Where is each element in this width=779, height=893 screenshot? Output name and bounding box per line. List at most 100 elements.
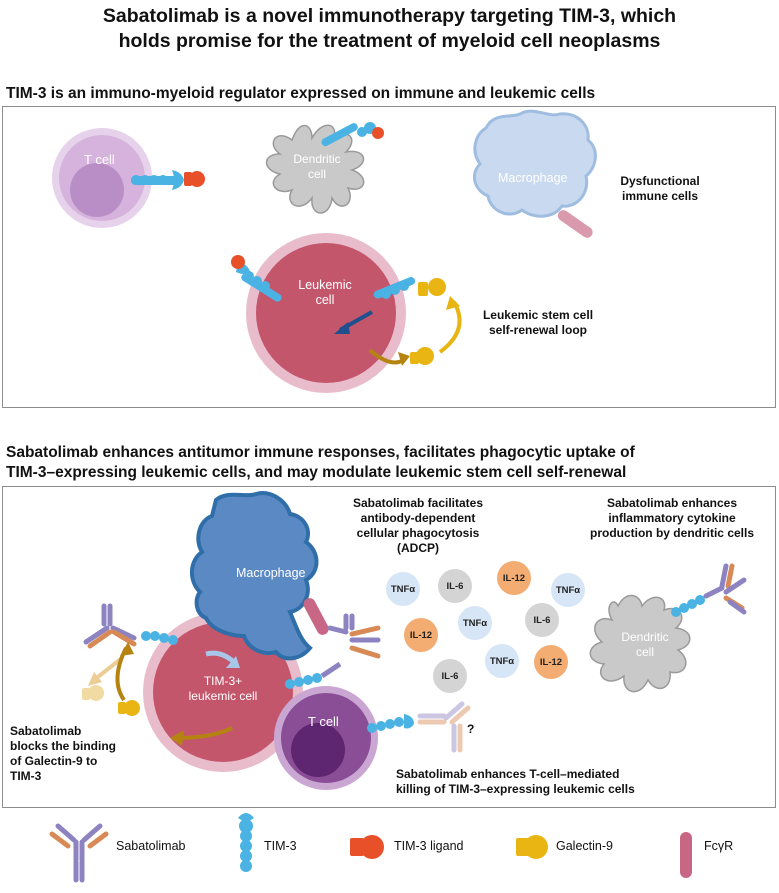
- sabatolimab-antibody-left: [83, 603, 137, 649]
- t-cell-label-bottom: T cell: [308, 714, 339, 729]
- cytokine-label: IL-6: [446, 580, 464, 592]
- bottom-section-heading: Sabatolimab enhances antitumor immune re…: [6, 443, 635, 483]
- leukemic-line-1: Leukemic: [298, 278, 352, 292]
- legend-sabatolimab-label: Sabatolimab: [116, 839, 186, 853]
- cytokine-label: TNFα: [390, 583, 416, 595]
- tcell-killing-label: Sabatolimab enhances T-cell–mediated kil…: [396, 767, 756, 797]
- title-line-2: holds promise for the treatment of myelo…: [118, 30, 661, 52]
- adcp-line-4: (ADCP): [397, 541, 439, 555]
- cytokine-production-label: Sabatolimab enhances inflammatory cytoki…: [574, 496, 770, 541]
- macrophage-label-bottom: Macrophage: [236, 566, 306, 580]
- dendritic-bottom-line-1: Dendritic: [621, 630, 669, 644]
- galectin9-bound: [418, 278, 446, 296]
- galectin9-free-bottom: [118, 700, 140, 716]
- dysfunctional-immune-label: Dysfunctional immune cells: [600, 174, 720, 204]
- figure-title: Sabatolimab is a novel immunotherapy tar…: [0, 4, 779, 54]
- cytokine-chip: TNFα: [485, 644, 519, 678]
- tim3-receptor-leukemic-left: [231, 255, 282, 302]
- blocks-line-2: blocks the binding: [10, 739, 117, 753]
- tim3-receptor-dendritic: [321, 122, 384, 147]
- sabatolimab-antibody-fc: [327, 613, 381, 659]
- sabatolimab-antibody-dendritic: [703, 563, 747, 615]
- tim3-receptor-tcell: [131, 170, 184, 190]
- cytokine-chip: IL-6: [433, 659, 467, 693]
- title-line-1: Sabatolimab is a novel immunotherapy tar…: [102, 5, 677, 27]
- faded-antibody-tcell: [417, 701, 471, 753]
- dendritic-label-line-2: cell: [307, 167, 326, 181]
- tim3-receptor-leukemic-right: [373, 277, 416, 299]
- cytokine-line-3: production by dendritic cells: [589, 526, 755, 540]
- blocks-galectin-label: Sabatolimab blocks the binding of Galect…: [10, 724, 160, 784]
- legend-galectin9-label: Galectin-9: [556, 839, 613, 853]
- fcgr-receptor-top: [557, 210, 593, 238]
- tim3-leukemic-cell-label: TIM-3+ leukemic cell: [178, 674, 268, 704]
- cytokine-label: IL-12: [539, 656, 563, 668]
- tim3-receptor-bottom-right: [285, 661, 342, 689]
- loop-line-2: self-renewal loop: [488, 323, 588, 337]
- tim3-receptor-dendritic-bottom: [671, 595, 705, 617]
- cytokine-label: TNFα: [462, 617, 488, 629]
- cytokine-chip: TNFα: [551, 573, 585, 607]
- cytokine-chip: IL-12: [497, 561, 531, 595]
- blocks-line-3: of Galectin-9 to: [10, 754, 98, 768]
- tim3-ligand-tcell: [184, 171, 205, 187]
- question-mark: ?: [467, 722, 475, 736]
- legend-galectin9-icon: [516, 835, 548, 859]
- cytokine-label: IL-12: [502, 572, 526, 584]
- macrophage-label-top: Macrophage: [498, 171, 568, 185]
- legend-tim3-label: TIM-3: [264, 839, 297, 853]
- cytokine-label: TNFα: [489, 655, 515, 667]
- dendritic-cell-label-bottom: Dendritic cell: [610, 630, 680, 660]
- cytokine-chip: IL-6: [525, 603, 559, 637]
- legend-fcgr-icon: [680, 832, 692, 878]
- t-cell-bottom: [274, 686, 378, 790]
- self-renewal-loop-label: Leukemic stem cell self-renewal loop: [468, 308, 608, 338]
- cytokine-chip: IL-12: [404, 618, 438, 652]
- cytokine-label: IL-12: [409, 629, 433, 641]
- legend-fcgr-label: FcγR: [704, 839, 734, 853]
- cytokine-chip: TNFα: [386, 572, 420, 606]
- adcp-label: Sabatolimab facilitates antibody-depende…: [338, 496, 498, 556]
- killing-line-1: Sabatolimab enhances T-cell–mediated: [396, 767, 620, 781]
- dendritic-cell-bottom: [589, 594, 691, 693]
- adcp-line-2: antibody-dependent: [360, 511, 476, 525]
- t-cell-top: [52, 128, 152, 228]
- cytokine-chip: IL-6: [438, 569, 472, 603]
- legend-tim3-ligand-label: TIM-3 ligand: [394, 839, 464, 853]
- dysfunctional-line-2: immune cells: [621, 189, 699, 203]
- killing-line-2: killing of TIM-3–expressing leukemic cel…: [396, 782, 635, 796]
- adcp-line-1: Sabatolimab facilitates: [352, 496, 484, 510]
- loop-line-1: Leukemic stem cell: [482, 308, 594, 322]
- leukemic-cell-label-top: Leukemic cell: [290, 278, 360, 308]
- dysfunctional-line-1: Dysfunctional: [620, 174, 700, 188]
- leukemic-cell-top: [246, 233, 406, 393]
- blocked-arrow: [92, 656, 124, 682]
- cytokine-line-1: Sabatolimab enhances: [606, 496, 738, 510]
- cytokine-line-2: inflammatory cytokine: [608, 511, 736, 525]
- tim3-leuk-line-2: leukemic cell: [188, 689, 258, 703]
- macrophage-top: [472, 109, 597, 218]
- dendritic-cell-label-top: Dendritic cell: [282, 152, 352, 182]
- blocks-line-4: TIM-3: [10, 769, 42, 783]
- legend-tim3-icon: [238, 813, 254, 872]
- cytokine-label: IL-6: [533, 614, 551, 626]
- tim3-leuk-line-1: TIM-3+: [203, 674, 243, 688]
- legend-sabatolimab-icon: [49, 823, 109, 883]
- t-cell-label-top: T cell: [84, 152, 115, 167]
- bottom-heading-line-1: Sabatolimab enhances antitumor immune re…: [6, 444, 635, 461]
- cytokine-chip: TNFα: [458, 606, 492, 640]
- tim3-receptor-tcell-bottom: [367, 714, 414, 733]
- macrophage-bottom: [190, 491, 319, 661]
- bottom-heading-line-2: TIM-3–expressing leukemic cells, and may…: [6, 464, 627, 481]
- cytokine-chip: IL-12: [534, 645, 568, 679]
- tim3-receptor-bottom-left: [141, 631, 178, 645]
- top-section-heading: TIM-3 is an immuno-myeloid regulator exp…: [6, 85, 596, 102]
- cytokine-label: IL-6: [441, 670, 459, 682]
- legend-tim3-ligand-icon: [350, 835, 384, 859]
- galectin9-blocked: [82, 685, 104, 701]
- fcgr-receptor-bottom: [303, 598, 329, 635]
- leukemic-line-2: cell: [315, 293, 335, 307]
